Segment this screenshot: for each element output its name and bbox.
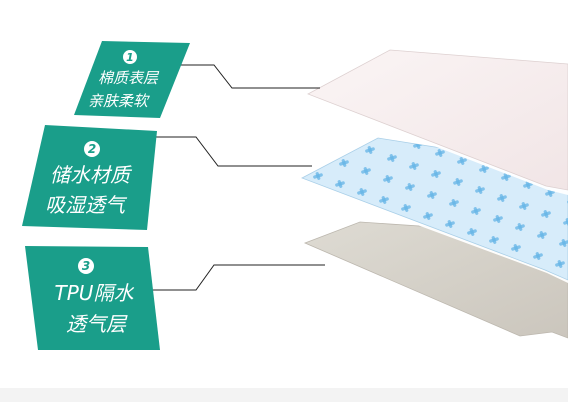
- dot-mark: [323, 130, 329, 139]
- dot-mark: [481, 165, 487, 173]
- dot-mark: [447, 220, 453, 228]
- dot-mark: [329, 222, 335, 230]
- dot-mark: [337, 180, 343, 188]
- dot-mark: [369, 126, 379, 132]
- dot-mark: [521, 202, 527, 210]
- dot-mark: [353, 210, 363, 216]
- layer-3-number-circle: [78, 258, 94, 274]
- dot-mark: [381, 196, 387, 204]
- dot-mark: [539, 231, 545, 239]
- dot-mark: [389, 154, 395, 162]
- dot-mark: [287, 186, 297, 192]
- leader-line-1: [162, 64, 320, 89]
- dot-mark: [429, 191, 435, 199]
- dot-mark: [349, 117, 355, 126]
- layer-badges: 1 棉质表层 亲肤柔软 2 储水材质 吸湿透气 3 TPU隔水 透气层: [22, 41, 190, 350]
- layer-2-subtitle: 吸湿透气: [45, 193, 128, 217]
- dot-mark: [491, 236, 497, 244]
- dot-mark: [473, 207, 479, 215]
- dot-mark: [557, 260, 563, 268]
- dot-mark: [363, 167, 369, 175]
- dot-mark: [302, 144, 305, 150]
- leader-line-3: [145, 264, 325, 291]
- dot-mark: [302, 143, 303, 151]
- dot-mark: [451, 199, 457, 207]
- layer-3-number: 3: [82, 259, 90, 273]
- dot-mark: [347, 118, 357, 124]
- dot-mark: [411, 162, 417, 170]
- bottom-strip: [0, 388, 568, 402]
- dot-mark: [319, 151, 325, 159]
- dot-mark: [311, 193, 317, 201]
- dot-mark: [331, 202, 341, 208]
- dot-mark: [561, 239, 567, 247]
- dot-mark: [327, 223, 337, 229]
- dot-mark: [345, 138, 351, 146]
- layer-1-title: 棉质表层: [98, 69, 160, 87]
- dot-mark: [289, 185, 295, 194]
- dot-mark: [547, 189, 553, 197]
- dot-mark: [437, 149, 443, 157]
- dot-mark: [403, 204, 409, 212]
- layer-2-number-circle: [84, 141, 100, 157]
- layer-3-title: TPU隔水: [55, 281, 135, 305]
- dot-mark: [307, 214, 313, 222]
- layer-1-badge: 1 棉质表层 亲肤柔软: [74, 41, 190, 118]
- dot-mark: [455, 178, 461, 186]
- dot-mark: [495, 215, 501, 223]
- dot-mark: [317, 152, 327, 158]
- dot-mark: [503, 173, 509, 181]
- layer-3-subtitle: 透气层: [66, 312, 128, 336]
- dot-mark: [433, 170, 439, 178]
- dot-mark: [469, 228, 475, 236]
- dot-mark: [321, 131, 331, 137]
- dot-mark: [371, 125, 377, 134]
- dot-mark: [309, 194, 319, 200]
- leader-line-2: [145, 136, 312, 167]
- dot-mark: [499, 194, 505, 202]
- layer-3-badge: 3 TPU隔水 透气层: [25, 246, 160, 350]
- dot-mark: [341, 159, 347, 167]
- dot-mark: [535, 252, 541, 260]
- dot-mark: [293, 164, 299, 173]
- layer-1-number: 1: [126, 51, 134, 64]
- dot-mark: [367, 146, 373, 154]
- dot-mark: [305, 215, 315, 221]
- dot-mark: [355, 209, 361, 217]
- dot-mark: [333, 201, 339, 209]
- dot-mark: [525, 181, 531, 189]
- layer-1-subtitle: 亲肤柔软: [88, 92, 150, 110]
- layer-2-title: 储水材质: [50, 163, 133, 187]
- dot-mark: [407, 183, 413, 191]
- dot-mark: [565, 218, 568, 226]
- layer-2-badge: 2 储水材质 吸湿透气: [22, 125, 157, 230]
- dot-mark: [517, 223, 523, 231]
- layer-2-number: 2: [88, 142, 96, 156]
- dot-mark: [513, 244, 519, 252]
- leader-lines: [145, 64, 325, 291]
- top-layer: [302, 45, 568, 195]
- dot-mark: [425, 212, 431, 220]
- dot-mark: [459, 157, 465, 165]
- dot-mark: [385, 175, 391, 183]
- dot-mark: [343, 139, 353, 145]
- dot-mark: [359, 188, 365, 196]
- dot-mark: [477, 186, 483, 194]
- layer-1-number-circle: [123, 50, 137, 64]
- dot-mark: [315, 172, 321, 180]
- dot-mark: [543, 210, 549, 218]
